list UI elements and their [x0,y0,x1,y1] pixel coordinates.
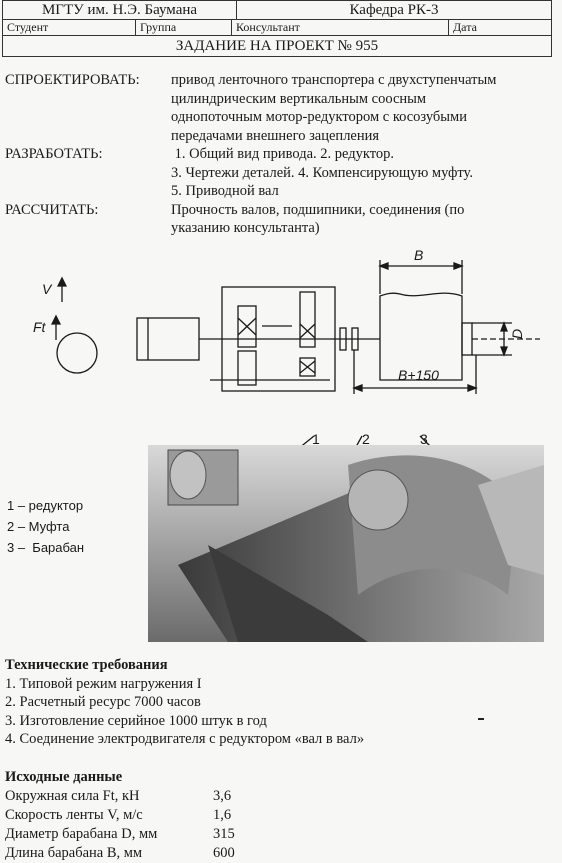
requirements-title: Технические требования [5,657,168,673]
source-label: Окружная сила Ft, кН [5,788,140,804]
force-label: Ft [33,319,47,335]
legend-item-reducer: 1 – редуктор [7,498,84,513]
task-line: указанию консультанта) [171,220,320,236]
header-row-fields: Студент Группа Консультант Дата [3,20,551,36]
task-calculate: РАССЧИТАТЬ: Прочность валов, подшипники,… [5,201,553,238]
header-table: МГТУ им. Н.Э. Баумана Кафедра РК-3 Студе… [2,0,552,57]
task-line: 5. Приводной вал [171,183,279,199]
callout-1: 1 [312,431,320,447]
stray-mark [478,718,484,720]
requirement-item: 1. Типовой режим нагружения I [5,675,202,692]
drum-diameter-label: D [509,329,525,339]
requirement-item: 4. Соединение электродвигателя с редукто… [5,731,365,747]
task-line: цилиндрическим вертикальным соосным [171,90,427,107]
legend: 1 – редуктор 2 – Муфта 3 – Барабан [7,495,84,558]
legend-item-coupling: 2 – Муфта [7,519,70,534]
source-value: 315 [213,826,235,842]
legend-item-drum: 3 – Барабан [7,540,85,555]
technical-requirements: Технические требования 1. Типовой режим … [5,656,364,749]
shaft-length-label: B+150 [398,367,439,383]
source-row: Скорость ленты V, м/с 1,6 [5,806,235,825]
source-row: Окружная сила Ft, кН 3,6 [5,787,235,806]
source-row: Диаметр барабана D, мм 315 [5,825,235,844]
task-label: СПРОЕКТИРОВАТЬ: [5,72,140,88]
task-line: 3. Чертежи деталей. 4. Компенсирующую му… [171,164,473,181]
requirement-item: 2. Расчетный ресурс 7000 часов [5,694,201,710]
department-name: Кафедра РК-3 [349,2,439,18]
assignment-title: ЗАДАНИЕ НА ПРОЕКТ № 955 [175,38,379,54]
source-value: 1,6 [213,807,232,823]
task-line: передачами внешнего зацепления [171,127,380,144]
source-label: Длина барабана B, мм [5,845,143,861]
source-data: Исходные данные Окружная сила Ft, кН 3,6… [5,768,235,863]
consultant-field: Консультант [232,20,449,35]
kinematic-scheme: V Ft B B+150 D 1 2 3 [33,247,540,479]
source-label: Скорость ленты V, м/с [5,807,143,823]
group-field: Группа [136,20,232,35]
task-line: однопоточным мотор-редуктором с косозубы… [171,109,467,125]
source-data-title: Исходные данные [5,769,123,785]
drum-length-label: B [414,247,423,263]
callout-3: 3 [420,431,428,447]
source-row: Длина барабана B, мм 600 [5,844,235,863]
task-line: привод ленточного транспортера с двухсту… [171,72,497,88]
date-field: Дата [453,20,477,34]
student-field: Студент [3,20,136,35]
task-list: СПРОЕКТИРОВАТЬ: привод ленточного трансп… [5,71,553,238]
task-design: СПРОЕКТИРОВАТЬ: привод ленточного трансп… [5,71,553,145]
task-label: РАЗРАБОТАТЬ: [5,146,103,162]
source-value: 600 [213,845,235,861]
callout-2: 2 [362,431,370,447]
university-name: МГТУ им. Н.Э. Баумана [3,1,237,19]
source-value: 3,6 [213,788,232,804]
task-line: 1. Общий вид привода. 2. редуктор. [171,146,395,162]
task-label: РАССЧИТАТЬ: [5,201,99,218]
velocity-label: V [42,281,53,297]
requirement-item: 3. Изготовление серийное 1000 штук в год [5,712,267,729]
task-develop: РАЗРАБОТАТЬ: 1. Общий вид привода. 2. ре… [5,145,553,201]
conveyor-photo [148,445,544,642]
task-line: Прочность валов, подшипники, соединения … [171,201,465,218]
header-row-institution: МГТУ им. Н.Э. Баумана Кафедра РК-3 [3,1,551,20]
source-label: Диаметр барабана D, мм [5,826,158,842]
